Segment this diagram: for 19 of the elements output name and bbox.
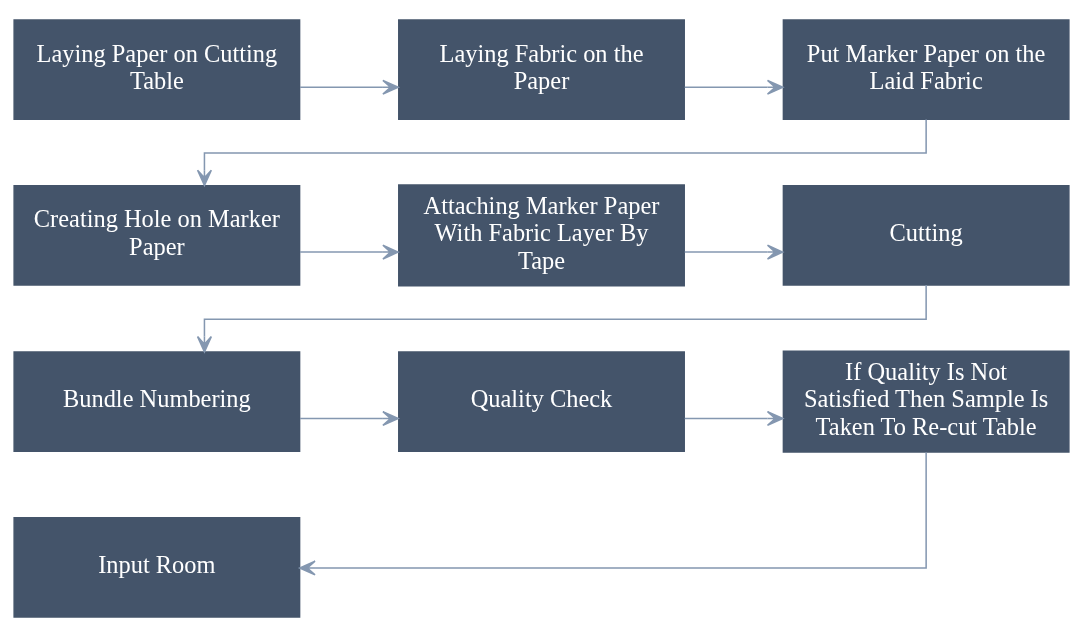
arrow [299, 243, 399, 260]
node-box: Quality Check [398, 350, 685, 452]
arrow [299, 410, 399, 426]
node-box: Put Marker Paper on the Laid Fabric [782, 18, 1070, 120]
node-box: Bundle Numbering [13, 350, 301, 452]
arrow [299, 451, 927, 576]
arrow [683, 243, 784, 260]
arrow [196, 283, 927, 353]
arrow [196, 118, 927, 186]
arrow [683, 79, 784, 95]
node-box: Laying Paper on Cutting Table [13, 18, 301, 120]
node-box: Cutting [782, 184, 1070, 286]
node-box: Laying Fabric on the Paper [398, 18, 685, 120]
arrow [299, 79, 399, 95]
node-box: Creating Hole on Marker Paper [13, 184, 301, 286]
arrow [683, 410, 784, 426]
node-box: Input Room [13, 516, 301, 618]
node-box: If Quality Is Not Satisfied Then Sample Is Taken To Re-cut Table [782, 350, 1070, 453]
node-box: Attaching Marker Paper With Fabric Layer By Tape [398, 183, 685, 286]
